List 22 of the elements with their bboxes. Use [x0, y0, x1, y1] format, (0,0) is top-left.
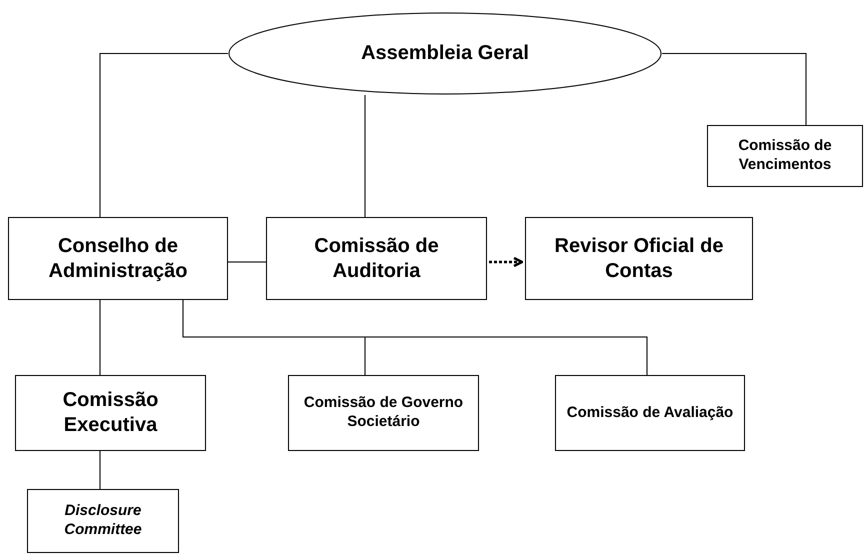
org-box	[8, 217, 228, 300]
connector-line	[100, 53, 228, 218]
connector-line	[364, 94, 366, 218]
node-label: Assembleia Geral	[361, 41, 529, 66]
node-label: Comissão de Governo Societário	[302, 394, 464, 432]
node-label: Comissão de Auditoria	[313, 234, 440, 284]
connector-line	[662, 53, 806, 126]
node-label: Revisor Oficial de Contas	[554, 234, 724, 284]
ellipse-node	[228, 12, 662, 95]
node-label: Conselho de Administração	[48, 234, 188, 284]
node-label: Comissão Executiva	[62, 388, 160, 438]
org-box	[27, 489, 179, 553]
node-label: Disclosure Committee	[63, 502, 143, 540]
connector-line	[489, 256, 524, 268]
org-box	[707, 125, 863, 187]
org-box	[266, 217, 487, 300]
org-box	[288, 375, 479, 451]
node-label: Comissão de Avaliação	[566, 404, 734, 422]
org-box	[525, 217, 753, 300]
org-box	[555, 375, 745, 451]
node-label: Comissão de Vencimentos	[737, 137, 833, 175]
org-box	[15, 375, 206, 451]
